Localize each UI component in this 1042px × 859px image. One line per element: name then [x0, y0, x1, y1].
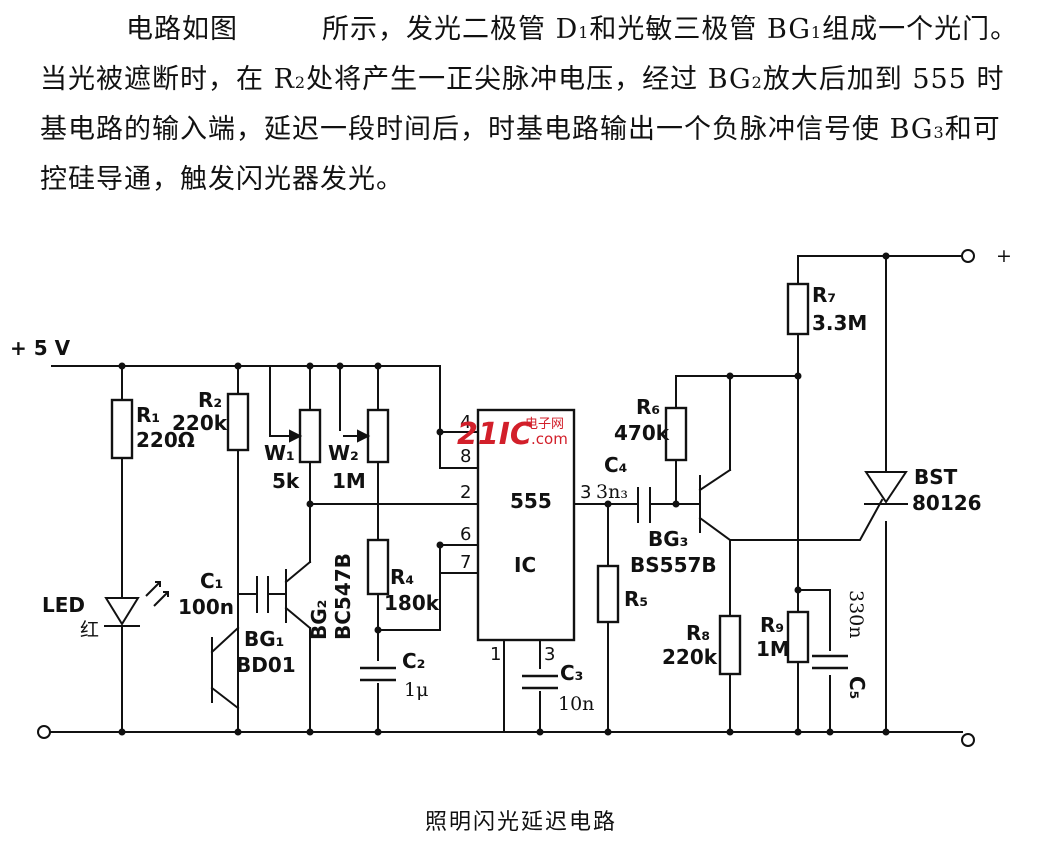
r7-value: 3.3M [812, 311, 867, 335]
r8-name: R₈ [686, 621, 710, 645]
w2-pot [366, 408, 390, 464]
ic-label: IC [514, 553, 536, 577]
ic-555-body [476, 408, 576, 642]
r6-name: R₆ [636, 395, 660, 419]
bg3-part: BS557B [630, 553, 717, 577]
c1-value: 100n [178, 595, 234, 619]
r1-value: 220Ω [136, 428, 195, 452]
text-run: 电路如图 所示，发光二极管 D [126, 14, 579, 45]
bst-part: 80126 [912, 491, 982, 515]
r4-resistor [366, 538, 390, 596]
r7-name: R₇ [812, 283, 836, 307]
text-run: 和光敏三极管 BG [589, 14, 811, 45]
watermark-21ic-logo: 21IC 电子网 .com [455, 412, 585, 452]
r8-value: 220k [662, 645, 718, 669]
output-plus-terminal [961, 249, 975, 263]
r7-resistor [786, 282, 810, 336]
pin-6: 6 [460, 524, 471, 545]
supply-label: + 5 V [10, 336, 71, 360]
figure-caption: 照明闪光延迟电路 [424, 810, 617, 835]
pin-5: 3 [544, 644, 555, 665]
ground-terminal-right [961, 733, 975, 747]
subscript: 1 [810, 23, 823, 42]
r4-name: R₄ [390, 565, 414, 589]
pin-3: 3 [580, 482, 591, 503]
c4-name: C₄ [604, 453, 627, 477]
text-run: 和可控硅导通，触发闪光器发光。 [40, 114, 1001, 195]
supply-rail [51, 365, 479, 433]
text-run: 组成一个光门。当光被遮断时，在 R [40, 14, 1019, 95]
text-run: 处将产生一正尖脉冲电压，经过 BG [306, 64, 752, 95]
bst-scr [864, 471, 908, 505]
r4-value: 180k [384, 591, 440, 615]
ic-chip-label: 555 [510, 489, 552, 513]
pin-8: 8 [460, 446, 471, 467]
c2-value: 1μ [404, 679, 428, 701]
r8-resistor [718, 614, 742, 676]
bg1-part: BD01 [236, 653, 296, 677]
r9-name: R₉ [760, 613, 784, 637]
c4-value: 3n₃ [596, 481, 628, 503]
r1-name: R₁ [136, 403, 160, 427]
subscript: 2 [751, 73, 763, 92]
c5-value: 330n [845, 590, 867, 639]
bst-name: BST [914, 465, 958, 489]
text-run: 放大后加到 555 时基电路的输入端，延迟一段时间后，时基电路输出一个负脉冲信号… [40, 64, 1005, 145]
bg1-name: BG₁ [244, 627, 284, 651]
ground-terminal-left [37, 725, 51, 739]
led-label: LED [42, 593, 85, 617]
watermark-text: 电子网 [525, 417, 564, 432]
led-color-label: 红 [80, 619, 99, 641]
bg2-part: BC547B [331, 553, 355, 640]
c2-name: C₂ [402, 649, 425, 673]
r5-resistor [596, 564, 620, 624]
c3-name: C₃ [560, 661, 583, 685]
pin-2: 2 [460, 482, 471, 503]
w2-value: 1M [332, 469, 366, 493]
w1-value: 5k [272, 469, 300, 493]
r2-value: 220k [172, 411, 228, 435]
c3-value: 10n [558, 693, 594, 715]
c5-name: C₅ [845, 676, 869, 699]
r9-resistor [786, 610, 810, 664]
watermark-brand: 21IC [457, 417, 532, 452]
bg2-name: BG₂ [307, 600, 331, 640]
led-diode [104, 581, 169, 627]
subscript: 3 [933, 123, 945, 142]
subscript: 2 [294, 73, 307, 92]
w1-pot [298, 408, 322, 464]
bg3-name: BG₃ [648, 527, 688, 551]
output-plus-label: + [996, 245, 1012, 267]
r5-name: R₅ [624, 587, 648, 611]
pin-4: 4 [460, 412, 471, 433]
watermark-domain: .com [531, 430, 568, 448]
w2-name: W₂ [328, 441, 359, 465]
description-paragraph: 电路如图 所示，发光二极管 D1和光敏三极管 BG1组成一个光门。当光被遮断时，… [40, 6, 1020, 203]
w1-name: W₁ [264, 441, 295, 465]
pin-7: 7 [460, 552, 471, 573]
r6-value: 470k [614, 421, 670, 445]
c1-name: C₁ [200, 569, 223, 593]
pin-1: 1 [490, 644, 501, 665]
r1-resistor [110, 398, 134, 460]
r2-resistor [226, 392, 250, 452]
r2-name: R₂ [198, 388, 222, 412]
r9-value: 1M [756, 637, 790, 661]
subscript: 1 [578, 23, 590, 42]
r6-resistor [664, 406, 688, 462]
